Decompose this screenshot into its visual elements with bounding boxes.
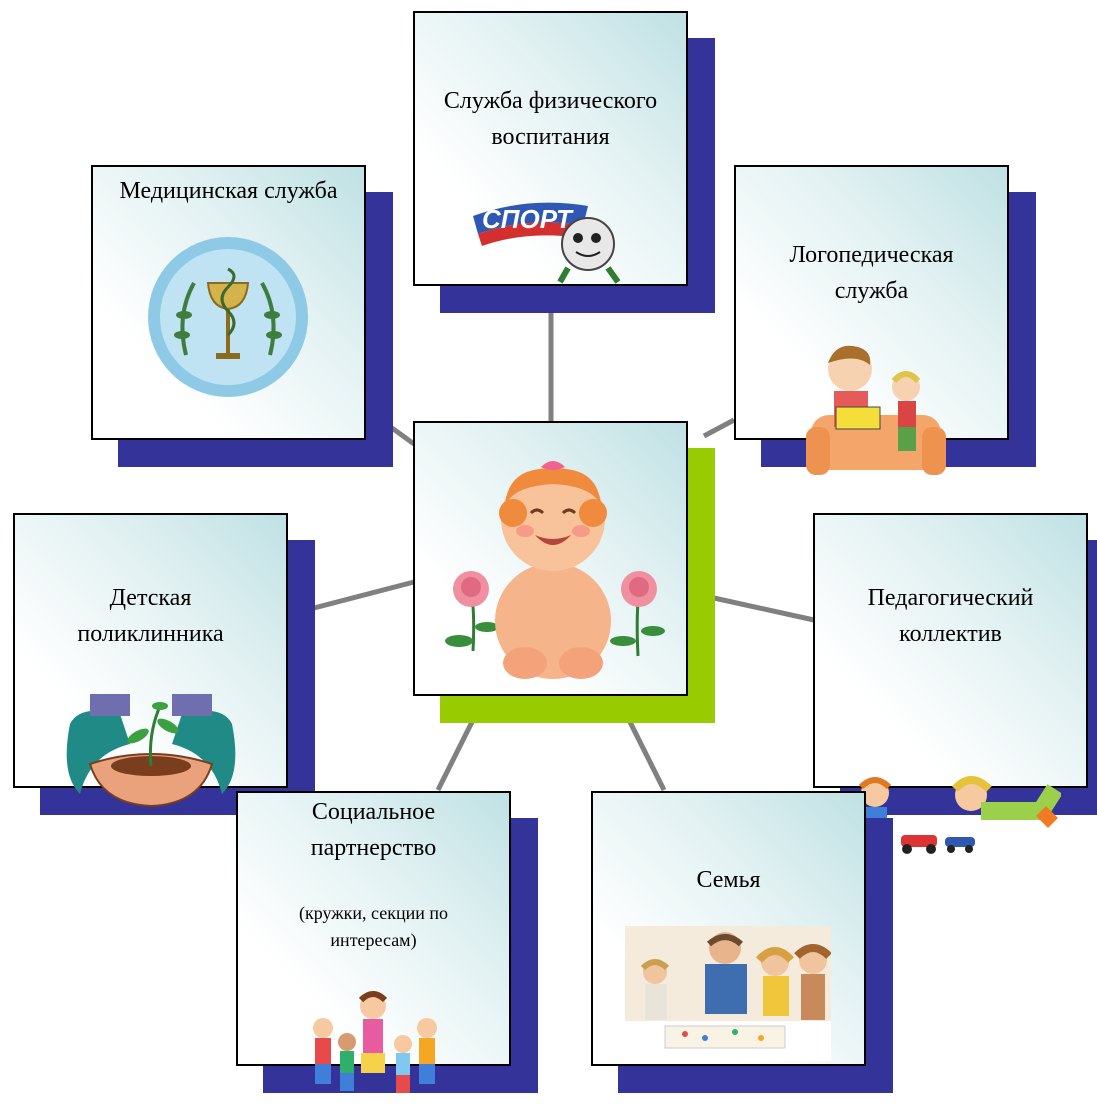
medical-node[interactable]: Медицинская служба: [91, 165, 393, 467]
reading-children-icon: [806, 345, 946, 475]
connector-medical: [390, 425, 416, 447]
baby-with-roses-icon: [445, 461, 665, 679]
hands-sprout-icon: [66, 694, 236, 808]
family-photo-icon: [625, 926, 831, 1061]
svg-text:СПОРТ: СПОРТ: [482, 204, 574, 234]
sport-label: Служба физического воспитания: [443, 88, 658, 150]
speech-box: [734, 165, 1009, 440]
connector-family: [621, 708, 667, 792]
clinic-label: Детская поликлинника: [77, 585, 224, 647]
connector-speech: [702, 417, 736, 439]
clinic-node[interactable]: Детская поликлинника: [13, 513, 315, 815]
medical-label: Медицинская служба: [119, 178, 338, 204]
family-label: Семья: [696, 867, 761, 893]
connector-clinic: [313, 579, 415, 611]
pedagogic-label: Педагогический коллектив: [867, 585, 1034, 647]
pedagogic-node[interactable]: Педагогический коллектив: [813, 513, 1097, 854]
center-node: [413, 421, 715, 723]
caduceus-emblem-icon: [148, 237, 308, 397]
children-group-icon: [313, 991, 437, 1093]
social-node[interactable]: Социальное партнерство (кружки, секции п…: [236, 791, 538, 1093]
connector-social: [435, 708, 481, 792]
connector-pedagogic: [713, 595, 815, 623]
sport-logo-icon: СПОРТ: [473, 202, 621, 284]
social-label: Социальное партнерство: [310, 799, 437, 861]
social-sublabel: (кружки, секции по интересам): [298, 903, 449, 950]
pedagogic-box: [813, 513, 1088, 788]
speech-label: Логопедическая служба: [789, 242, 954, 304]
speech-node[interactable]: Логопедическая служба: [734, 165, 1036, 475]
sport-box: [413, 11, 688, 286]
family-node[interactable]: Семья: [591, 791, 893, 1093]
sport-node[interactable]: Служба физического воспитания СПОРТ: [413, 11, 715, 313]
children-playing-icon: [858, 776, 1061, 854]
